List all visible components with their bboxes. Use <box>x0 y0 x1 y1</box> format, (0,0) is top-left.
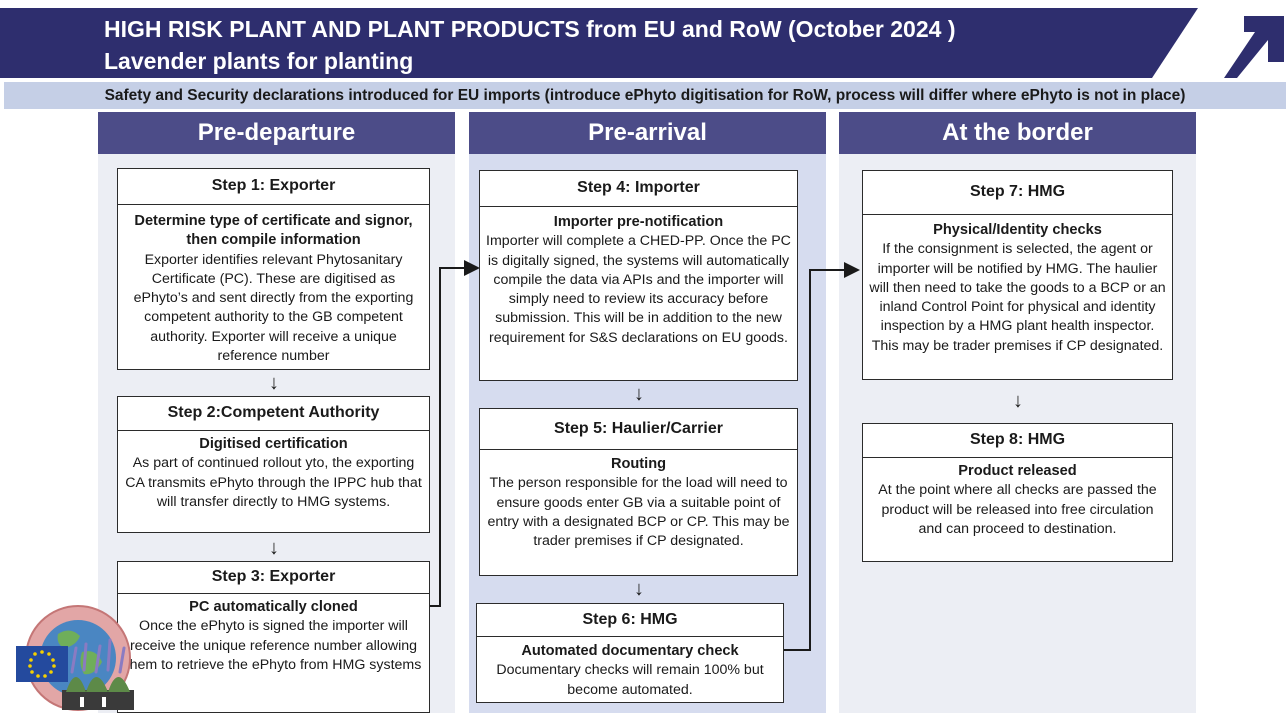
down-arrow-icon: ↓ <box>269 372 279 394</box>
step-heading: Automated documentary check <box>521 643 739 659</box>
step-card-1: Step 1: Exporter Determine type of certi… <box>117 168 430 370</box>
step-heading: Physical/Identity checks <box>933 222 1102 238</box>
down-arrow-icon: ↓ <box>634 383 644 405</box>
step-card-3: Step 3: Exporter PC automatically cloned… <box>117 561 430 713</box>
step-body: Digitised certification As part of conti… <box>118 431 429 512</box>
step-heading: Routing <box>610 456 667 472</box>
step-title: Step 5: Haulier/Carrier <box>480 409 797 450</box>
step-body: Automated documentary check Documentary … <box>477 637 783 700</box>
step-title: Step 4: Importer <box>480 171 797 207</box>
step-text: The person responsible for the load will… <box>487 475 790 550</box>
step-body: PC automatically cloned Once the ePhyto … <box>118 594 429 675</box>
illustration <box>16 605 134 711</box>
step-body: Importer pre-notification Importer will … <box>480 207 797 348</box>
down-arrow-icon: ↓ <box>1013 390 1023 412</box>
step-text: Documentary checks will remain 100% but … <box>496 662 764 698</box>
step-body: Routing The person responsible for the l… <box>480 450 797 551</box>
step-body: Determine type of certificate and signor… <box>118 205 429 366</box>
header: HIGH RISK PLANT AND PLANT PRODUCTS from … <box>0 0 1288 80</box>
step-text: Exporter identifies relevant Phytosanita… <box>133 251 414 365</box>
step-card-7: Step 7: HMG Physical/Identity checks If … <box>862 170 1173 380</box>
step-card-2: Step 2:Competent Authority Digitised cer… <box>117 396 430 533</box>
step-card-5: Step 5: Haulier/Carrier Routing The pers… <box>479 408 798 576</box>
page-title: HIGH RISK PLANT AND PLANT PRODUCTS from … <box>104 16 956 42</box>
step-title: Step 3: Exporter <box>118 562 429 594</box>
page-subtitle-title: Lavender plants for planting <box>104 48 414 74</box>
step-text: If the consignment is selected, the agen… <box>869 241 1166 354</box>
step-title: Step 7: HMG <box>863 171 1172 215</box>
step-title: Step 1: Exporter <box>118 169 429 205</box>
lavender-plants-icon <box>62 638 134 710</box>
step-heading: Product released <box>958 463 1077 479</box>
column-header-pre-arrival: Pre-arrival <box>469 112 826 154</box>
step-heading: PC automatically cloned <box>189 599 358 615</box>
step-title: Step 8: HMG <box>863 424 1172 458</box>
connector-step6-to-step7 <box>784 262 860 651</box>
step-card-8: Step 8: HMG Product released At the poin… <box>862 423 1173 562</box>
step-title: Step 6: HMG <box>477 604 783 637</box>
step-card-6: Step 6: HMG Automated documentary check … <box>476 603 784 703</box>
step-heading: Importer pre-notification <box>553 214 724 230</box>
connector-step3-to-step4 <box>430 260 480 607</box>
step-body: Physical/Identity checks If the consignm… <box>863 215 1172 356</box>
column-header-pre-departure: Pre-departure <box>98 112 455 154</box>
step-text: As part of continued rollout yto, the ex… <box>125 455 422 510</box>
step-text: Importer will complete a CHED-PP. Once t… <box>486 233 791 346</box>
arrow-up-right-icon <box>1224 16 1284 78</box>
step-text: At the point where all checks are passed… <box>878 482 1157 537</box>
step-title: Step 2:Competent Authority <box>118 397 429 431</box>
step-text: Once the ePhyto is signed the importer w… <box>125 618 422 673</box>
step-heading: Determine type of certificate and signor… <box>134 213 413 249</box>
header-band <box>0 8 1284 78</box>
down-arrow-icon: ↓ <box>634 578 644 600</box>
subtitle-banner: Safety and Security declarations introdu… <box>4 82 1286 109</box>
column-header-at-the-border: At the border <box>839 112 1196 154</box>
eu-flag-icon <box>16 646 68 682</box>
down-arrow-icon: ↓ <box>269 537 279 559</box>
step-heading: Digitised certification <box>199 436 348 452</box>
step-card-4: Step 4: Importer Importer pre-notificati… <box>479 170 798 381</box>
step-body: Product released At the point where all … <box>863 458 1172 539</box>
